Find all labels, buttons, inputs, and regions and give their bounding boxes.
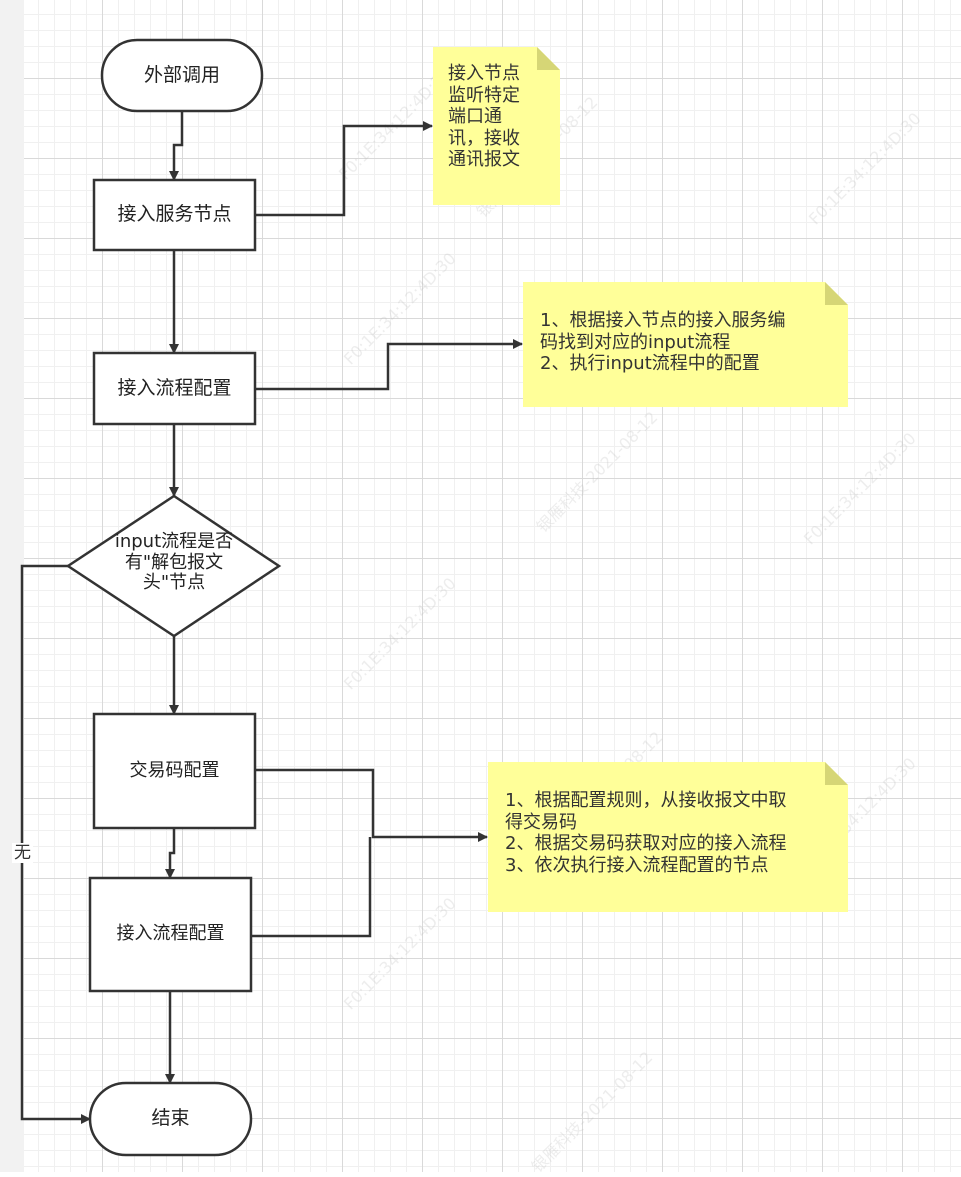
sticky-note-1-text: 接入节点 监听特定 端口通 讯，接收 通讯报文 bbox=[448, 63, 520, 171]
connector-start-to-service bbox=[169, 111, 184, 181]
connector-flowconfig-to-note2 bbox=[255, 339, 523, 391]
left-margin-strip bbox=[0, 0, 24, 1172]
sticky-note-3 bbox=[488, 762, 848, 912]
start-node: 外部调用 bbox=[102, 40, 262, 111]
trade-code-config-node: 交易码配置 bbox=[94, 714, 255, 828]
access-flow-config-2-shape bbox=[88, 876, 253, 993]
access-flow-config-node-2-label: 接入流程配置 bbox=[116, 923, 225, 945]
access-service-node-label: 接入服务节点 bbox=[117, 203, 232, 226]
trade-code-config-shape bbox=[92, 712, 257, 830]
connector-decision-no-to-end bbox=[20, 564, 91, 1124]
end-node: 结束 bbox=[90, 1083, 251, 1155]
access-flow-config-node-label: 接入流程配置 bbox=[117, 376, 232, 399]
sticky-note-2-text: 1、根据接入节点的接入服务编 码找到对应的input流程 2、执行input流程… bbox=[540, 310, 786, 375]
decision-node-label: input流程是否有"解包报文头"节点 bbox=[114, 531, 234, 594]
access-flow-config-node-2: 接入流程配置 bbox=[90, 878, 251, 991]
sticky-note-3-text: 1、根据配置规则，从接收报文中取 得交易码 2、根据交易码获取对应的接入流程 3… bbox=[505, 790, 787, 876]
connector-tradecode-to-note3 bbox=[255, 768, 488, 842]
access-service-node: 接入服务节点 bbox=[94, 180, 255, 250]
connector-service-to-note1 bbox=[255, 121, 433, 217]
connector-tradecode-to-flowconfig2 bbox=[165, 828, 176, 879]
edge-label-none: 无 bbox=[12, 843, 33, 864]
sticky-note-1-fold bbox=[537, 47, 560, 70]
trade-code-config-node-label: 交易码配置 bbox=[129, 759, 220, 781]
connector-flowconfig2-to-note3 bbox=[251, 837, 372, 938]
sticky-note-3-fold bbox=[825, 762, 848, 785]
sticky-note-2 bbox=[523, 282, 848, 407]
access-flow-config-node: 接入流程配置 bbox=[94, 353, 255, 424]
start-node-label: 外部调用 bbox=[143, 63, 220, 86]
sticky-note-2-fold bbox=[825, 282, 848, 305]
end-node-label: 结束 bbox=[151, 1107, 190, 1130]
sticky-note-1 bbox=[433, 47, 560, 205]
